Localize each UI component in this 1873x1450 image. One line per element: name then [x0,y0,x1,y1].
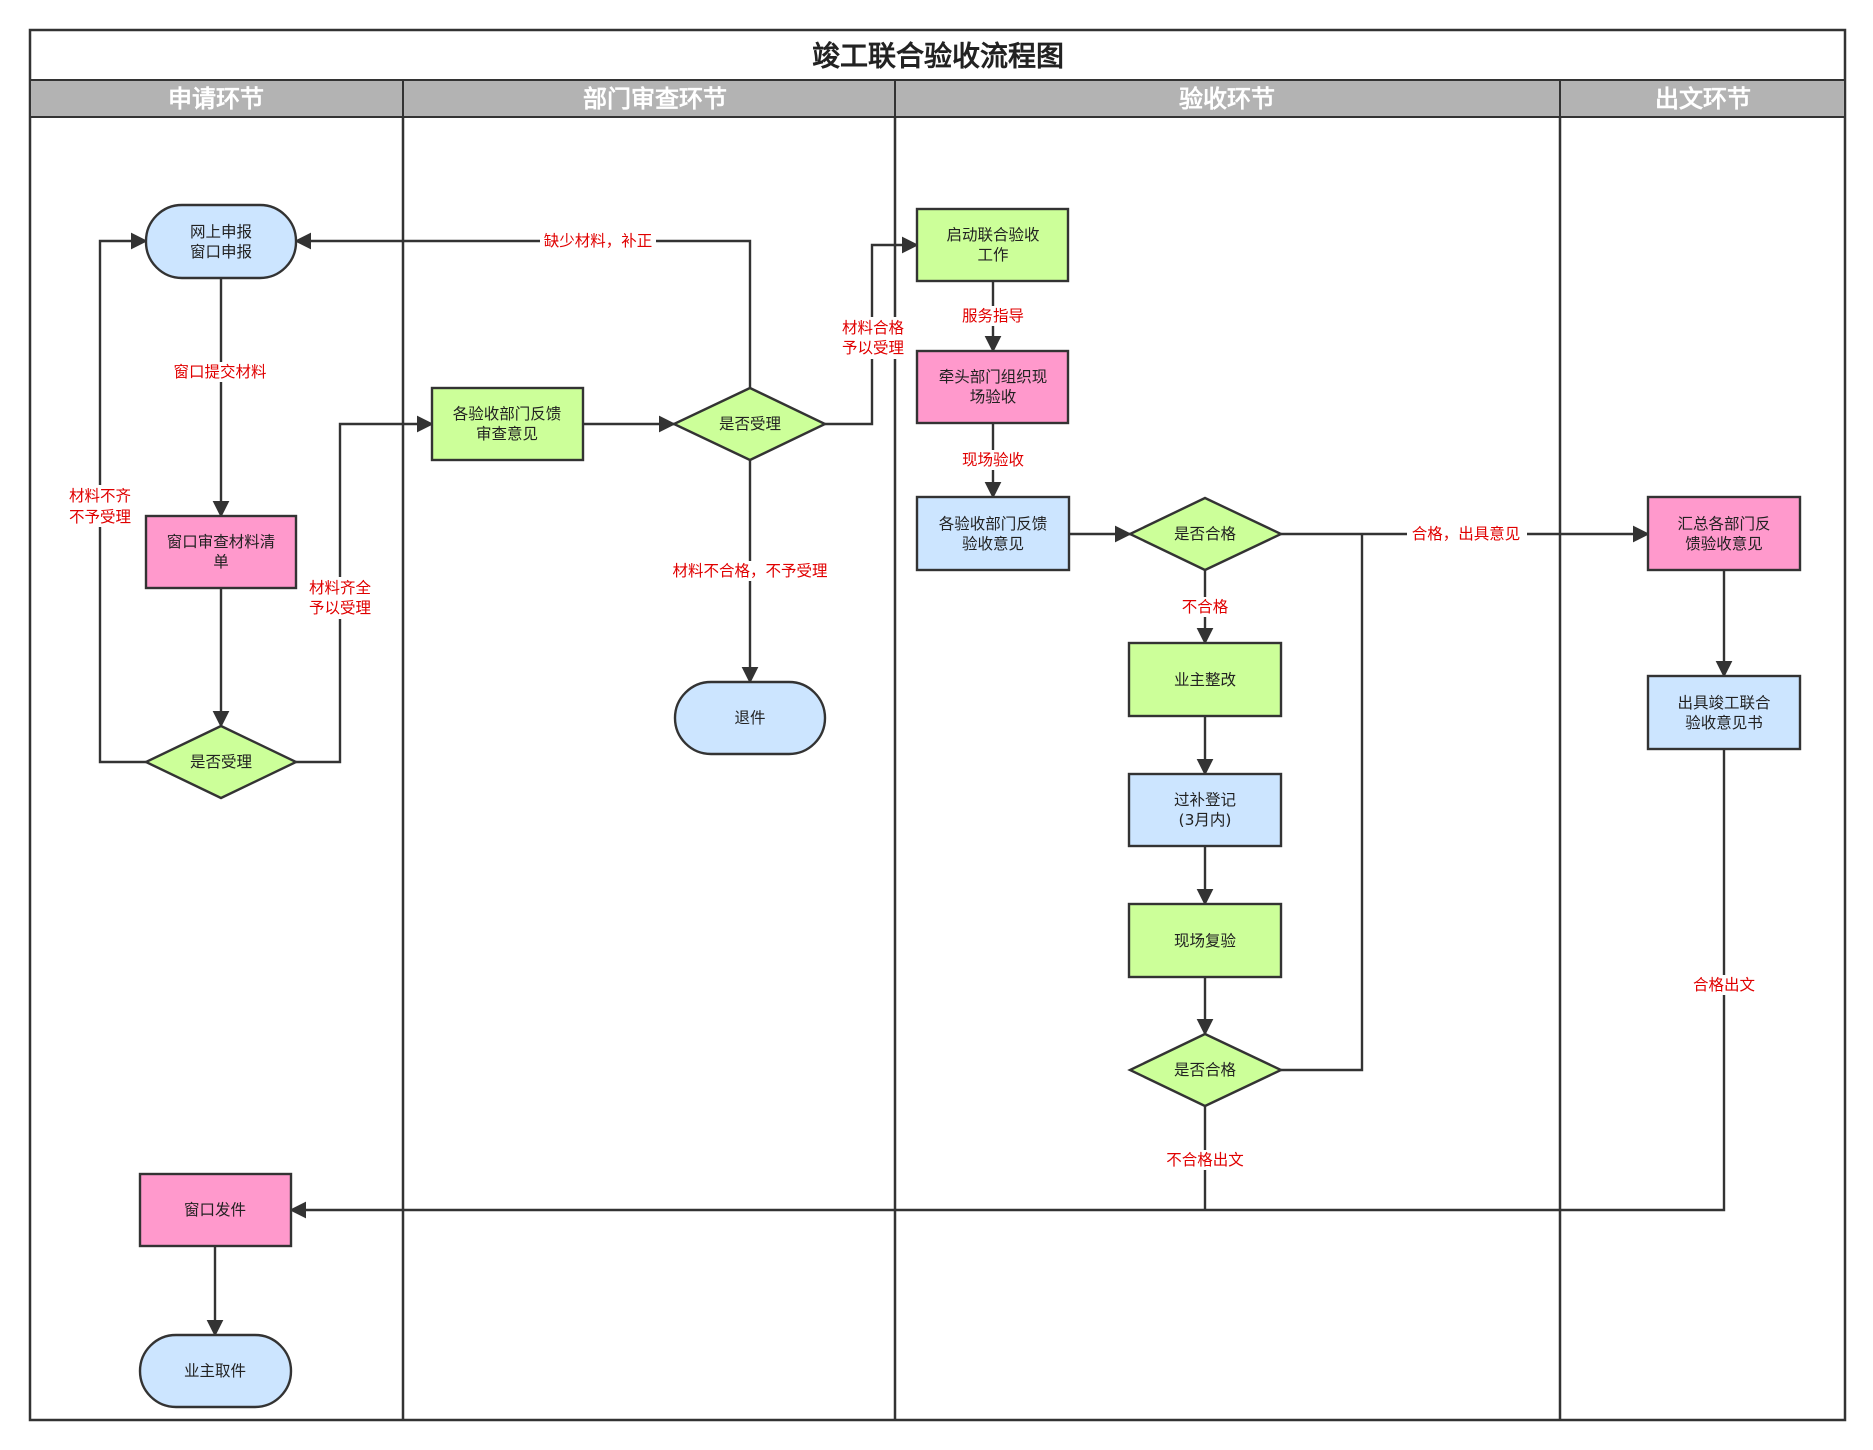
svg-text:各验收部门反馈: 各验收部门反馈 [453,405,562,423]
svg-text:场验收: 场验收 [970,388,1017,406]
svg-text:网上申报: 网上申报 [190,223,252,241]
svg-text:窗口提交材料: 窗口提交材料 [173,363,266,381]
svg-text:现场验收: 现场验收 [962,451,1024,469]
edge-label-unqualified-materials: 材料不合格，不予受理 [668,561,832,581]
node-qualified-q2: 是否合格 [1127,1032,1284,1108]
node-owner-rectify: 业主整改 [1127,641,1283,718]
node-return-doc: 退件 [673,680,827,756]
lane-header-apply: 申请环节 [168,85,264,113]
edge-label-pass-issue: 合格出文 [1686,975,1762,995]
svg-text:服务指导: 服务指导 [962,307,1024,325]
lane-header-apply-bg [29,79,404,118]
svg-text:馈验收意见: 馈验收意见 [1685,534,1763,553]
diagram-title: 竣工联合验收流程图 [812,40,1064,73]
svg-text:不合格: 不合格 [1182,598,1229,616]
node-dept-accept-feedback: 各验收部门反馈 验收意见 [915,495,1071,572]
svg-text:缺少材料，补正: 缺少材料，补正 [544,232,653,250]
node-lead-dept: 牵头部门组织现 场验收 [915,349,1070,425]
lane-header-review: 部门审查环节 [583,85,727,113]
node-owner-pickup: 业主取件 [138,1333,293,1409]
node-accept-q1: 是否受理 [143,724,299,800]
node-window-check: 窗口审查材料清 单 [144,514,298,590]
lane-header-issue: 出文环节 [1655,85,1751,113]
svg-text:是否合格: 是否合格 [1174,1061,1237,1079]
node-qualified-q1: 是否合格 [1127,496,1284,572]
edge-label-complete: 材料齐全 予以受理 [304,577,376,619]
edge-label-incomplete: 材料不齐 不予受理 [64,485,136,527]
svg-text:退件: 退件 [734,709,765,727]
svg-text:过补登记: 过补登记 [1174,791,1236,809]
svg-text:是否受理: 是否受理 [719,415,781,433]
lane-header-issue-bg [1559,79,1846,118]
svg-text:合格，出具意见: 合格，出具意见 [1412,524,1521,543]
node-start-joint: 启动联合验收 工作 [915,207,1070,283]
svg-text:汇总各部门反: 汇总各部门反 [1677,515,1770,533]
svg-text:材料不齐: 材料不齐 [69,487,131,505]
svg-text:不合格出文: 不合格出文 [1166,1151,1244,1169]
svg-text:现场复验: 现场复验 [1174,932,1237,950]
svg-text:业主取件: 业主取件 [184,1362,246,1380]
svg-text:验收意见书: 验收意见书 [1685,713,1763,732]
edge-label-missing: 缺少材料，补正 [540,231,656,251]
svg-text:合格出文: 合格出文 [1693,976,1755,994]
svg-text:单: 单 [213,553,229,571]
node-accept-q2: 是否受理 [671,386,828,462]
edge-label-submit: 窗口提交材料 [162,362,278,382]
edge-label-pass-opinion: 合格，出具意见 [1407,524,1527,544]
svg-text:是否受理: 是否受理 [190,753,252,771]
node-supplement-reg: 过补登记 (3月内) [1127,772,1283,848]
svg-text:业主整改: 业主整改 [1174,671,1236,689]
svg-text:审查意见: 审查意见 [476,424,538,443]
svg-text:是否合格: 是否合格 [1174,525,1237,543]
svg-text:材料合格: 材料合格 [842,319,905,337]
svg-text:启动联合验收: 启动联合验收 [946,226,1039,244]
svg-text:予以受理: 予以受理 [309,599,371,617]
edge-label-site-accept: 现场验收 [957,450,1029,470]
edge-label-fail: 不合格 [1179,597,1231,617]
node-online-apply: 网上申报 窗口申报 [144,203,298,280]
svg-text:牵头部门组织现: 牵头部门组织现 [939,368,1048,386]
svg-text:验收意见: 验收意见 [962,534,1024,553]
svg-text:材料不合格，不予受理: 材料不合格，不予受理 [672,562,827,580]
edge-recheck-pass [1281,534,1364,1072]
svg-text:窗口申报: 窗口申报 [190,243,252,261]
node-dept-feedback: 各验收部门反馈 审查意见 [430,386,585,462]
edge-pass-issue [289,749,1726,1219]
lane-header-accept: 验收环节 [1179,85,1275,113]
node-issue-opinion: 出具竣工联合 验收意见书 [1646,674,1802,751]
node-window-send: 窗口发件 [138,1172,293,1248]
edge-missing [294,232,752,388]
node-summary: 汇总各部门反 馈验收意见 [1646,495,1802,572]
svg-text:材料齐全: 材料齐全 [309,579,372,597]
svg-text:予以受理: 予以受理 [842,339,904,357]
edge-label-qualified-materials: 材料合格 予以受理 [837,317,909,359]
lane-header-review-bg [402,79,896,118]
svg-text:工作: 工作 [977,246,1008,264]
svg-text:不予受理: 不予受理 [69,508,131,526]
svg-text:窗口审查材料清: 窗口审查材料清 [167,533,276,551]
svg-text:出具竣工联合: 出具竣工联合 [1677,694,1771,712]
svg-text:各验收部门反馈: 各验收部门反馈 [939,515,1048,533]
edge-label-fail-issue: 不合格出文 [1163,1150,1247,1170]
svg-text:(3月内): (3月内) [1179,811,1232,829]
edge-label-service-guide: 服务指导 [957,306,1029,326]
node-site-recheck: 现场复验 [1127,902,1283,979]
svg-text:窗口发件: 窗口发件 [184,1201,246,1219]
